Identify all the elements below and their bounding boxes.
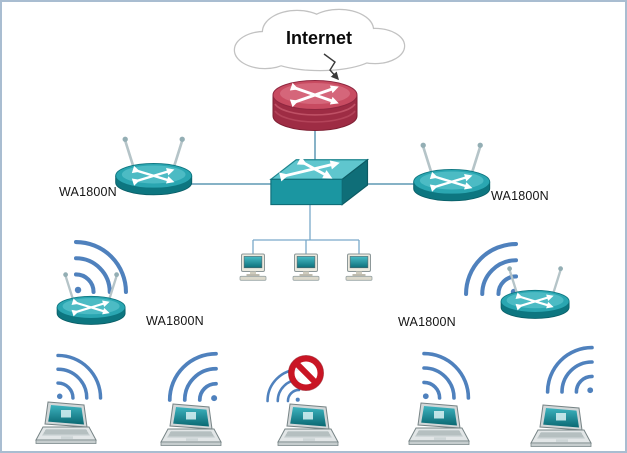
laptop-icon-5 (530, 404, 592, 447)
access-point-icon-top-right (414, 143, 490, 201)
internet-cloud (233, 8, 406, 72)
wifi-signal-icon-laptop-2 (167, 351, 219, 403)
internet-label: Internet (285, 28, 352, 48)
desktop-icon-1 (239, 253, 267, 281)
wifi-signal-icon-left-ap (75, 242, 126, 293)
wifi-signal-icon-laptop-5 (545, 345, 595, 395)
wired-links (188, 128, 415, 255)
cloud-to-router-link (323, 53, 339, 81)
switch-icon (271, 160, 368, 205)
laptop-icon-4 (408, 402, 470, 445)
ap-label-top-left: WA1800N (59, 185, 117, 199)
router-icon (273, 81, 357, 131)
desktop-icon-3 (345, 253, 373, 281)
laptop-icon-1 (35, 401, 97, 444)
ap-label-bottom-right: WA1800N (398, 315, 456, 329)
wifi-signal-icon-laptop-1 (55, 353, 103, 401)
access-point-icon-top-left (116, 137, 192, 195)
wifi-signal-icon-laptop-4 (421, 351, 471, 401)
laptop-icon-3 (277, 403, 339, 446)
switch-to-desktops-link (252, 202, 360, 255)
ap-label-bottom-left: WA1800N (146, 314, 204, 328)
blocked-icon (288, 355, 323, 390)
desktop-icon-2 (292, 253, 320, 281)
ap-label-top-right: WA1800N (491, 189, 549, 203)
laptop-icon-2 (160, 403, 222, 446)
